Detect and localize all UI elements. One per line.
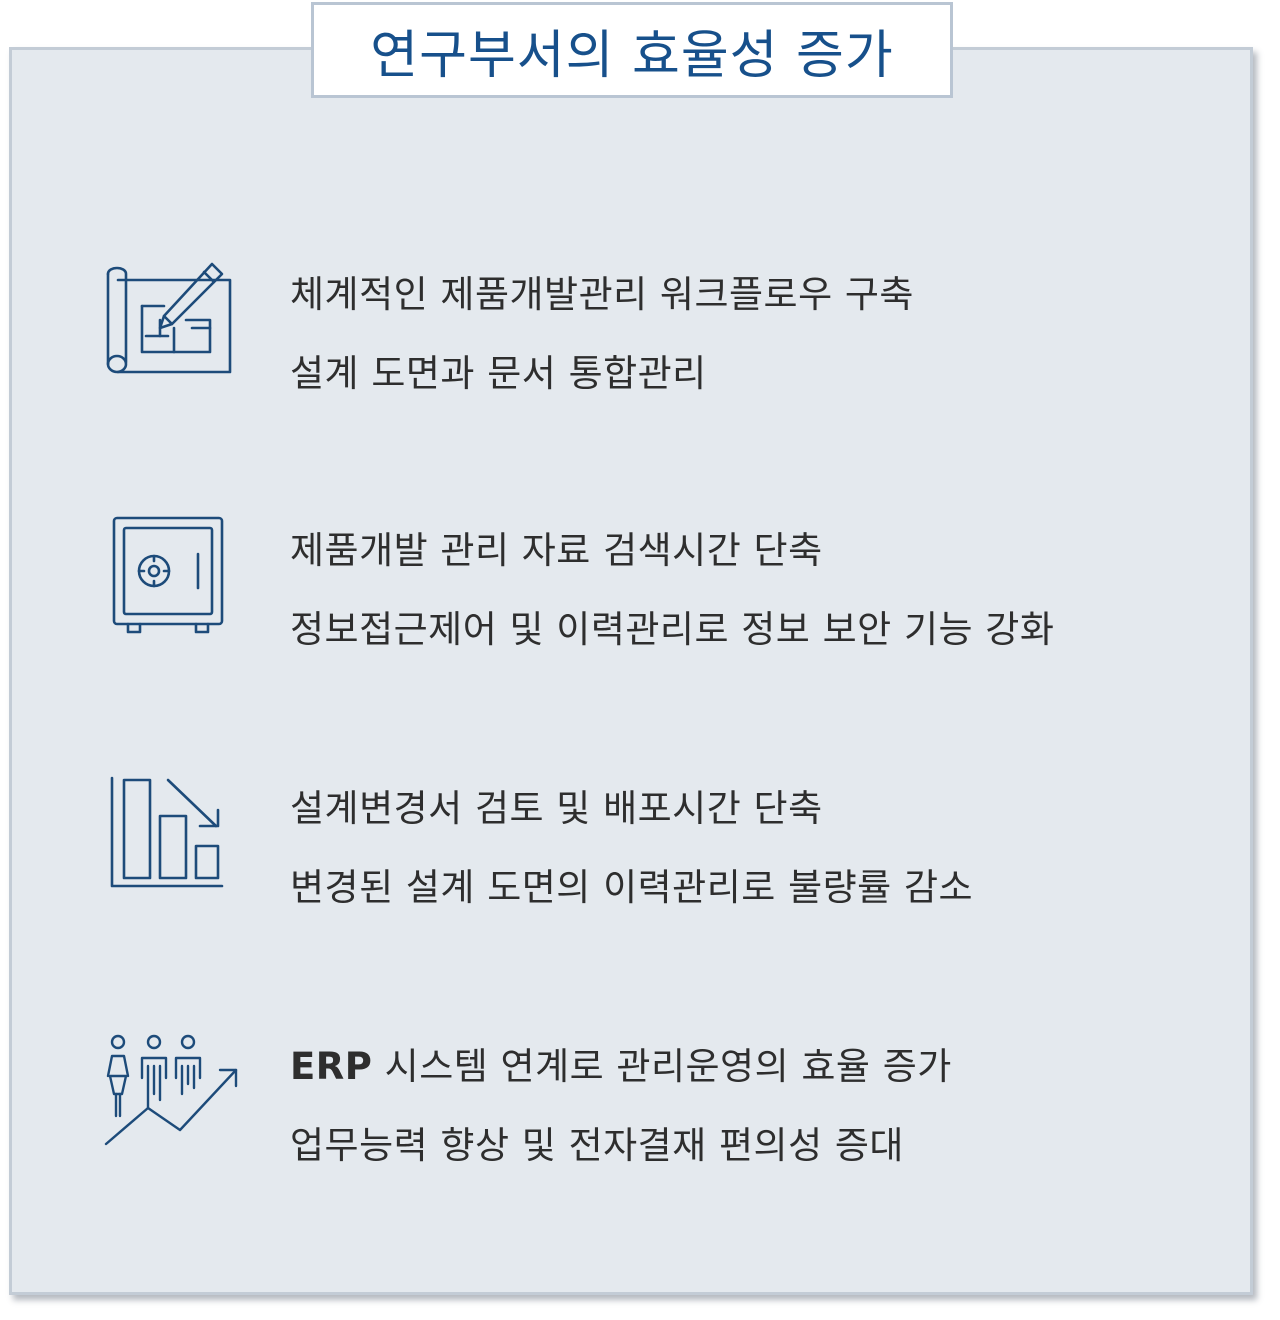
item-line-primary: ERP 시스템 연계로 관리운영의 효율 증가 <box>290 1036 952 1090</box>
item-line-primary: 제품개발 관리 자료 검색시간 단축 <box>290 529 823 572</box>
people-growth-arrow-icon <box>100 1030 240 1160</box>
erp-label: ERP <box>290 1045 373 1088</box>
item-line-secondary: 정보접근제어 및 이력관리로 정보 보안 기능 강화 <box>290 608 1055 651</box>
blueprint-pencil-icon <box>100 258 240 388</box>
item-line-primary: 체계적인 제품개발관리 워크플로우 구축 <box>290 273 914 316</box>
item-line-secondary: 업무능력 향상 및 전자결재 편의성 증대 <box>290 1124 904 1167</box>
item-line-secondary: 변경된 설계 도면의 이력관리로 불량률 감소 <box>290 866 974 909</box>
item-line-secondary: 설계 도면과 문서 통합관리 <box>290 352 707 395</box>
title-box: 연구부서의 효율성 증가 <box>311 2 953 98</box>
safe-icon <box>100 514 240 644</box>
content-panel <box>9 47 1253 1295</box>
list-item-change-review: 설계변경서 검토 및 배포시간 단축 변경된 설계 도면의 이력관리로 불량률 … <box>0 772 1280 932</box>
decreasing-bar-chart-icon <box>100 772 240 902</box>
list-item-search: 제품개발 관리 자료 검색시간 단축 정보접근제어 및 이력관리로 정보 보안 … <box>0 514 1280 674</box>
item-line-primary-rest: 시스템 연계로 관리운영의 효율 증가 <box>372 1045 952 1088</box>
item-line-primary: 설계변경서 검토 및 배포시간 단축 <box>290 787 823 830</box>
page-title: 연구부서의 효율성 증가 <box>370 25 894 86</box>
list-item-erp: ERP 시스템 연계로 관리운영의 효율 증가 업무능력 향상 및 전자결재 편… <box>0 1030 1280 1190</box>
list-item-workflow: 체계적인 제품개발관리 워크플로우 구축 설계 도면과 문서 통합관리 <box>0 258 1280 418</box>
